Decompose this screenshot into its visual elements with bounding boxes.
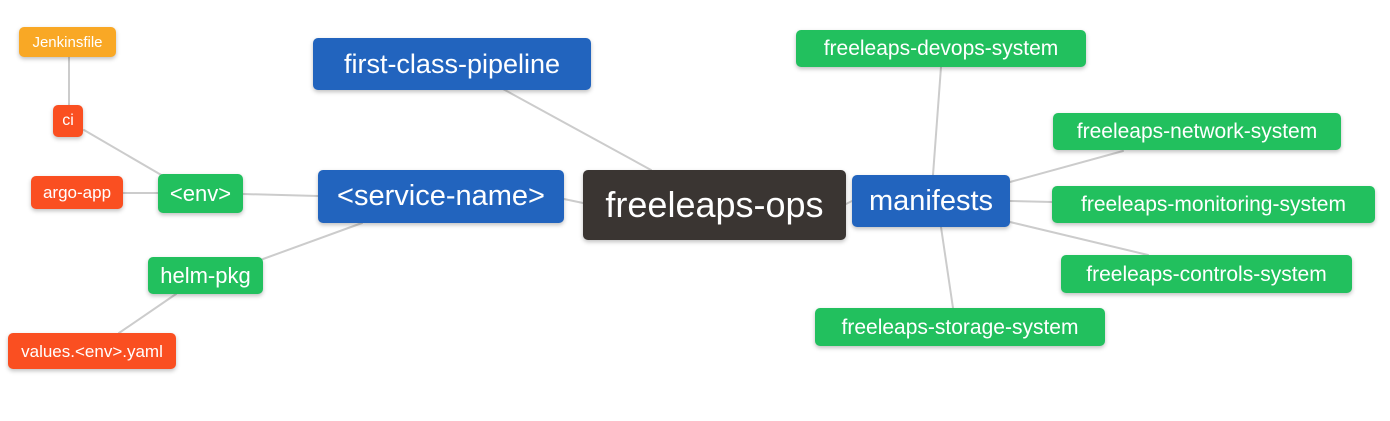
node-label: freeleaps-monitoring-system — [1081, 193, 1346, 216]
edge-first-class-pipeline-freeleaps-ops — [502, 88, 652, 171]
edge-service-name-freeleaps-ops — [563, 198, 584, 204]
edge-manifests-freeleaps-storage-system — [940, 226, 954, 309]
node-label: freeleaps-controls-system — [1086, 262, 1327, 286]
edge-helm-pkg-values-env-yaml — [118, 293, 177, 334]
node-ci[interactable]: ci — [53, 105, 83, 137]
edge-manifests-freeleaps-controls-system — [1009, 221, 1149, 256]
node-argo-app[interactable]: argo-app — [31, 176, 123, 209]
node-manifests[interactable]: manifests — [852, 175, 1010, 227]
node-values-env-yaml[interactable]: values.<env>.yaml — [8, 333, 176, 369]
node-service-name[interactable]: <service-name> — [318, 170, 564, 223]
node-first-class-pipeline[interactable]: first-class-pipeline — [313, 38, 591, 90]
node-helm-pkg[interactable]: helm-pkg — [148, 257, 263, 294]
node-label: values.<env>.yaml — [21, 341, 163, 361]
node-freeleaps-ops[interactable]: freeleaps-ops — [583, 170, 846, 240]
node-label: ci — [62, 112, 74, 129]
node-freeleaps-storage-system[interactable]: freeleaps-storage-system — [815, 308, 1105, 346]
node-label: <service-name> — [337, 180, 545, 212]
node-env[interactable]: <env> — [158, 174, 243, 213]
node-freeleaps-monitoring-system[interactable]: freeleaps-monitoring-system — [1052, 186, 1375, 223]
node-jenkinsfile[interactable]: Jenkinsfile — [19, 27, 116, 57]
node-label: Jenkinsfile — [32, 33, 103, 51]
node-label: <env> — [169, 180, 232, 206]
node-label: freeleaps-devops-system — [823, 37, 1059, 60]
node-label: first-class-pipeline — [343, 48, 561, 79]
edge-manifests-freeleaps-network-system — [1009, 150, 1124, 183]
node-freeleaps-controls-system[interactable]: freeleaps-controls-system — [1061, 255, 1352, 293]
node-label: freeleaps-network-system — [1076, 120, 1318, 143]
node-label: argo-app — [42, 183, 112, 202]
node-freeleaps-network-system[interactable]: freeleaps-network-system — [1053, 113, 1341, 150]
node-label: freeleaps-storage-system — [841, 315, 1079, 339]
node-label: manifests — [868, 184, 994, 217]
edge-manifests-freeleaps-devops-system — [932, 66, 942, 176]
edge-ci-env — [83, 129, 164, 177]
edge-env-service-name — [242, 193, 319, 197]
node-label: freeleaps-ops — [605, 184, 824, 225]
node-label: helm-pkg — [160, 262, 251, 288]
edge-service-name-helm-pkg — [262, 222, 363, 260]
node-freeleaps-devops-system[interactable]: freeleaps-devops-system — [796, 30, 1086, 67]
edge-manifests-freeleaps-monitoring-system — [1009, 200, 1053, 203]
